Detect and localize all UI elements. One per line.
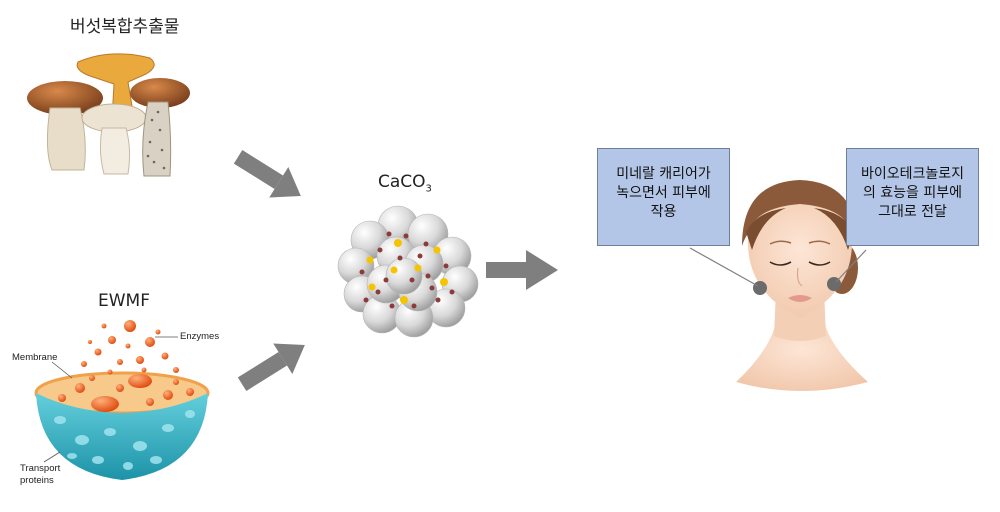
transport-pointer bbox=[43, 451, 61, 463]
transport-proteins-label: Transport proteins bbox=[20, 463, 60, 487]
transport-label-line2: proteins bbox=[20, 475, 54, 486]
connector-line-right bbox=[835, 249, 867, 283]
ewmf-label: EWMF bbox=[98, 291, 150, 311]
mushroom-stem-left bbox=[46, 107, 86, 171]
membrane-pointer bbox=[51, 361, 73, 379]
caco3-label-subscript: 3 bbox=[425, 183, 432, 195]
callout-line: 바이오테크놀로지 bbox=[860, 166, 965, 182]
callout-mineral-carrier: 미네랄 캐리어가 녹으면서 피부에 작용 bbox=[597, 148, 730, 246]
mushroom-stem-right bbox=[142, 101, 172, 177]
arrow-icon bbox=[486, 250, 558, 290]
callout-line: 그대로 전달 bbox=[878, 204, 947, 220]
callout-line: 미네랄 캐리어가 bbox=[616, 166, 711, 182]
face-illustration bbox=[689, 180, 868, 391]
mushroom-illustration bbox=[27, 53, 190, 177]
cell-bowl-illustration bbox=[34, 320, 210, 480]
arrow-icon bbox=[237, 343, 305, 391]
callout-biotech-efficacy: 바이오테크놀로지 의 효능을 피부에 그대로 전달 bbox=[846, 148, 979, 246]
mushroom-extract-label: 버섯복합추출물 bbox=[70, 17, 180, 37]
connector-line-left bbox=[689, 247, 759, 287]
enzymes-label: Enzymes bbox=[180, 331, 220, 342]
mushroom-stem-center bbox=[99, 127, 131, 175]
bowl-body bbox=[36, 393, 208, 480]
caco3-label-main: CaCO bbox=[378, 172, 426, 192]
callout-line: 녹으면서 피부에 bbox=[616, 185, 711, 201]
cheek-marker-left bbox=[753, 281, 767, 295]
mushroom-cap-left bbox=[27, 81, 103, 115]
transport-label-line1: Transport bbox=[20, 463, 61, 474]
callout-line: 의 효능을 피부에 bbox=[862, 185, 963, 201]
hair bbox=[742, 180, 858, 246]
membrane-label: Membrane bbox=[12, 352, 58, 363]
mushroom-chanterelle bbox=[76, 53, 155, 121]
crystal-cluster-illustration bbox=[337, 205, 479, 338]
caco3-label: CaCO3 bbox=[378, 172, 432, 194]
flow-arrows bbox=[233, 150, 558, 391]
face-shoulders bbox=[736, 322, 868, 391]
closed-eye-right bbox=[808, 261, 831, 266]
mushroom-cap-right bbox=[130, 78, 190, 108]
callout-line: 작용 bbox=[650, 204, 677, 220]
face-skin bbox=[747, 204, 853, 318]
arrow-icon bbox=[233, 150, 301, 198]
closed-eye-left bbox=[769, 261, 792, 266]
lips bbox=[788, 295, 812, 302]
